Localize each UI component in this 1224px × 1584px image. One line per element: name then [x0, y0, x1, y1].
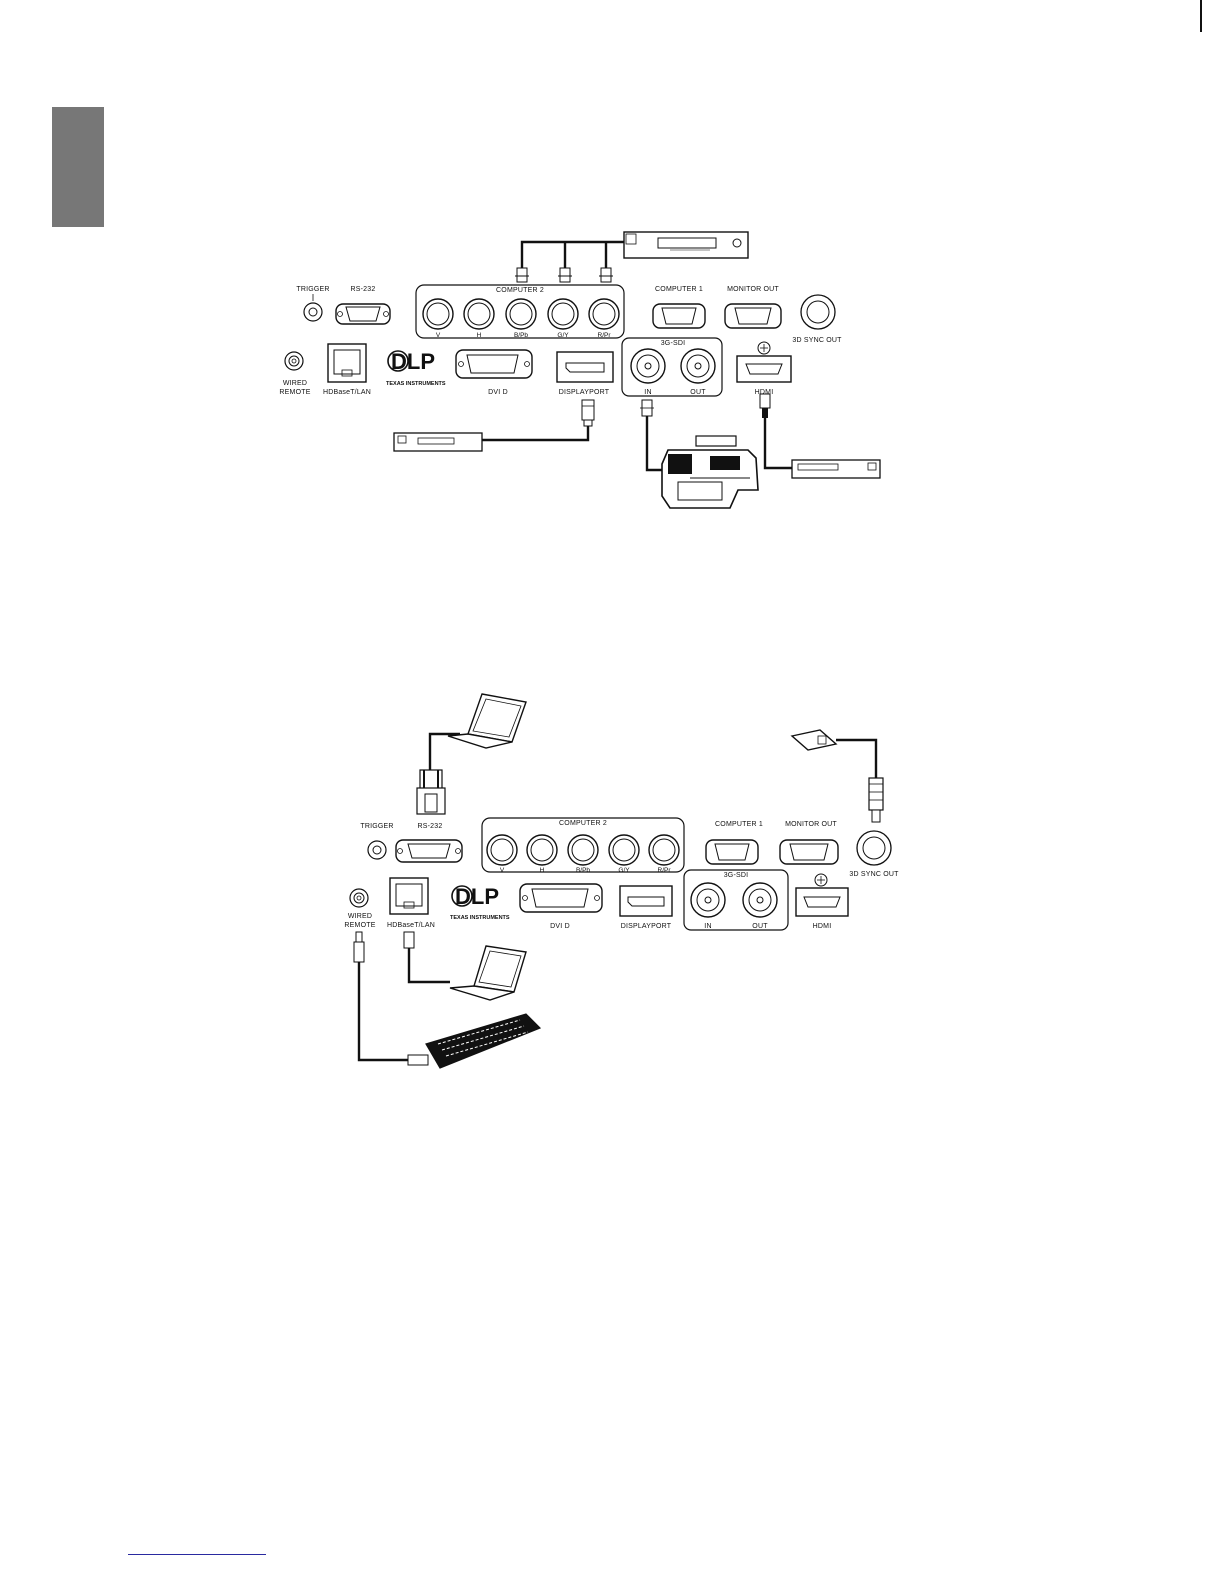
computer1-port — [652, 303, 706, 329]
h-label: H — [477, 332, 482, 339]
displayport-port — [619, 885, 673, 917]
monitor-out-port — [724, 303, 782, 329]
trigger-port — [303, 294, 323, 322]
displayport-cable — [480, 399, 595, 442]
bnc-plugs — [515, 267, 613, 283]
remote-label: REMOTE — [344, 922, 375, 929]
computer1-label: COMPUTER 1 — [655, 286, 703, 293]
computer2-label: COMPUTER 2 — [559, 820, 607, 827]
displayport-label: DISPLAYPORT — [621, 923, 672, 930]
rpr-label: R/Pr — [658, 867, 672, 874]
3g-sdi-group — [683, 869, 789, 931]
dlp-logo: DLP TEXAS INSTRUMENTS — [386, 349, 446, 387]
hdbaset-port — [327, 343, 367, 383]
gy-label: G/Y — [618, 867, 630, 874]
dvi-d-port — [519, 883, 603, 913]
blu-ray-player-device — [393, 432, 483, 452]
3g-sdi-group — [621, 337, 723, 397]
hdmi-port — [795, 873, 849, 917]
svg-text:TEXAS INSTRUMENTS: TEXAS INSTRUMENTS — [450, 915, 510, 921]
hdbaset-port — [389, 877, 429, 915]
wired-remote-port — [284, 351, 304, 371]
laptop-device-top — [447, 693, 527, 749]
rpr-label: R/Pr — [598, 332, 612, 339]
hdmi-label: HDMI — [813, 923, 832, 930]
monitor-out-label: MONITOR OUT — [785, 821, 837, 828]
computer2-group — [481, 817, 685, 873]
3g-sdi-label: 3G-SDI — [724, 872, 749, 879]
3d-sync-label: 3D SYNC OUT — [849, 871, 899, 878]
computer2-group — [415, 284, 625, 339]
chapter-tab — [52, 107, 104, 227]
computer1-label: COMPUTER 1 — [715, 821, 763, 828]
displayport-label: DISPLAYPORT — [559, 389, 610, 396]
hdmi-cable — [759, 393, 794, 470]
svg-text:TEXAS INSTRUMENTS: TEXAS INSTRUMENTS — [386, 381, 446, 387]
dvi-d-label: DVI D — [488, 389, 508, 396]
v-label: V — [500, 867, 505, 874]
hdmi-port — [736, 341, 792, 383]
computer1-port — [705, 839, 759, 865]
video-player-device — [623, 231, 749, 259]
computer2-label: COMPUTER 2 — [496, 287, 544, 294]
v-label: V — [436, 332, 441, 339]
hdbaset-label: HDBaseT/LAN — [387, 922, 435, 929]
wired-label: WIRED — [348, 913, 372, 920]
h-label: H — [540, 867, 545, 874]
lan-cable — [403, 931, 450, 984]
bpb-label: B/Pb — [514, 332, 528, 339]
3d-sync-label: 3D SYNC OUT — [792, 337, 842, 344]
monitor-out-label: MONITOR OUT — [727, 286, 779, 293]
header-rule — [1200, 0, 1202, 32]
rs232-port — [335, 303, 391, 325]
sdi-cable — [640, 399, 664, 472]
hdbaset-label: HDBaseT/LAN — [323, 389, 371, 396]
rs232-port — [395, 839, 463, 863]
bpb-label: B/Pb — [576, 867, 590, 874]
hdmi-label: HDMI — [755, 389, 774, 396]
sdi-in-label: IN — [644, 389, 651, 396]
svg-text:DLP: DLP — [391, 349, 435, 374]
trigger-label: TRIGGER — [296, 286, 329, 293]
footer-link-underline — [128, 1554, 266, 1555]
rs232-label: RS-232 — [418, 823, 443, 830]
displayport-port — [556, 351, 614, 383]
rs232-cable — [416, 732, 460, 815]
laptop-device-bottom — [449, 945, 527, 1001]
monitor-out-port — [779, 839, 839, 865]
svg-text:DLP: DLP — [455, 884, 499, 909]
dlp-logo: DLP TEXAS INSTRUMENTS — [450, 884, 510, 921]
gy-label: G/Y — [557, 332, 569, 339]
trigger-port — [367, 840, 387, 860]
dvi-d-label: DVI D — [550, 923, 570, 930]
3d-emitter-device — [790, 729, 884, 823]
sdi-out-label: OUT — [752, 923, 768, 930]
control-connection-diagram: TRIGGER RS-232 COMPUTER 2 V H B/Pb G/Y R… — [344, 693, 899, 1069]
3d-sync-port — [856, 830, 892, 866]
dvi-d-port — [455, 349, 533, 379]
trigger-label: TRIGGER — [360, 823, 393, 830]
sdi-in-label: IN — [704, 923, 711, 930]
remote-control-device — [425, 1013, 542, 1069]
wired-remote-port — [349, 888, 369, 908]
wired-remote-cable — [353, 931, 429, 1066]
wired-label: WIRED — [283, 380, 307, 387]
sdi-out-label: OUT — [690, 389, 706, 396]
3g-sdi-label: 3G-SDI — [661, 340, 686, 347]
remote-label: REMOTE — [279, 389, 310, 396]
rs232-label: RS-232 — [351, 286, 376, 293]
3d-sync-port — [800, 294, 836, 330]
video-camera-device — [661, 435, 759, 509]
video-connection-diagram: TRIGGER RS-232 COMPUTER 2 V H B/Pb G/Y R… — [279, 231, 881, 509]
media-player-device — [791, 459, 881, 479]
